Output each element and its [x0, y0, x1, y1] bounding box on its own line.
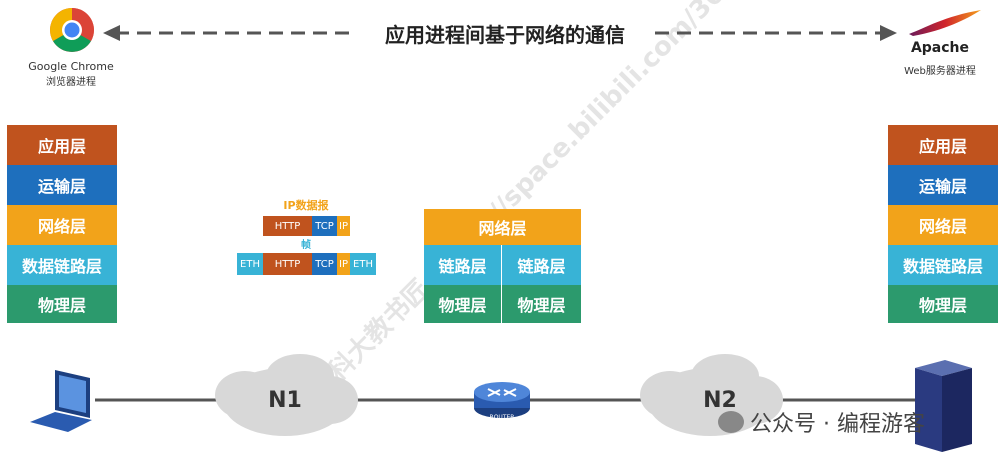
router-layer-link-a: 链路层	[424, 245, 502, 285]
ip-http-segment: HTTP	[263, 216, 312, 236]
chrome-icon	[50, 8, 94, 52]
router-layer-phy-a: 物理层	[424, 285, 502, 323]
footer-watermark: 公众号 · 编程游客	[718, 406, 925, 438]
apache-feather-icon	[909, 10, 981, 36]
left-layer-datalink: 数据链路层	[7, 245, 117, 285]
router-layer-link-b: 链路层	[502, 245, 581, 285]
right-layer-network: 网络层	[888, 205, 998, 245]
left-app-name: Google Chrome	[28, 60, 114, 73]
footer-watermark-text: 公众号 · 编程游客	[750, 412, 925, 437]
frame-ip-segment: IP	[337, 253, 350, 275]
router-layer-phy-b: 物理层	[502, 285, 581, 323]
ip-tcp-segment: TCP	[312, 216, 337, 236]
router-icon	[474, 382, 530, 418]
right-process-label: Web服务器进程	[904, 66, 976, 77]
left-layer-physical: 物理层	[7, 285, 117, 323]
right-layer-datalink: 数据链路层	[888, 245, 998, 285]
right-layer-transport: 运输层	[888, 165, 998, 205]
ip-datagram-label: IP数据报	[283, 199, 329, 212]
right-layer-physical: 物理层	[888, 285, 998, 323]
right-app-name: Apache	[910, 40, 970, 56]
right-layer-application: 应用层	[888, 125, 998, 165]
ip-ip-segment: IP	[337, 216, 350, 236]
frame-eth-header: ETH	[237, 253, 263, 275]
left-layer-transport: 运输层	[7, 165, 117, 205]
page-title: 应用进程间基于网络的通信	[385, 23, 625, 47]
wechat-icon	[718, 411, 744, 433]
frame-tcp-segment: TCP	[312, 253, 337, 275]
cloud-n1-icon	[215, 354, 358, 436]
router-label: ROUTER	[489, 414, 515, 421]
router-layer-network: 网络层	[424, 209, 581, 245]
top-arrow	[103, 25, 897, 41]
frame-eth-trailer: ETH	[350, 253, 376, 275]
frame-label: 帧	[301, 240, 311, 251]
server-icon	[915, 360, 972, 452]
network-topology	[30, 354, 972, 452]
laptop-icon	[30, 370, 92, 432]
frame-http-segment: HTTP	[263, 253, 312, 275]
left-layer-application: 应用层	[7, 125, 117, 165]
cloud-n2-label: N2	[703, 388, 737, 413]
left-layer-network: 网络层	[7, 205, 117, 245]
cloud-n1-label: N1	[268, 388, 302, 413]
left-process-label: 浏览器进程	[46, 77, 96, 88]
